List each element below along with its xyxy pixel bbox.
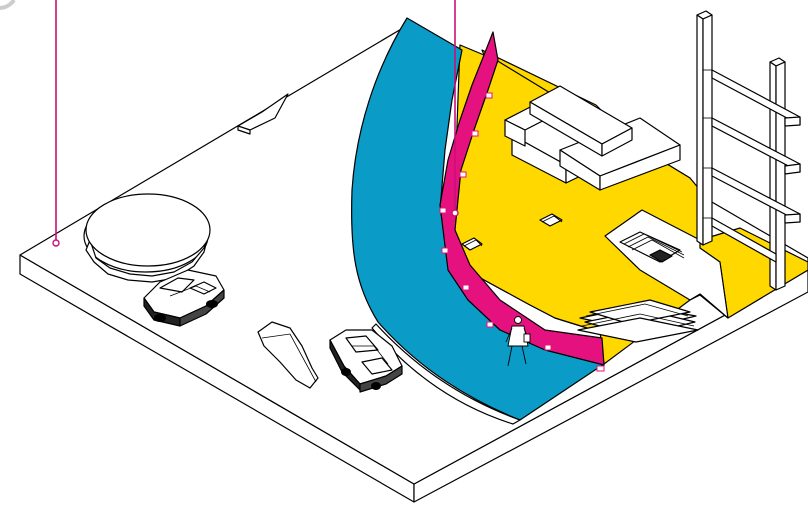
corner-circle-fragment bbox=[0, 0, 14, 8]
callout-line-left bbox=[53, 0, 59, 246]
